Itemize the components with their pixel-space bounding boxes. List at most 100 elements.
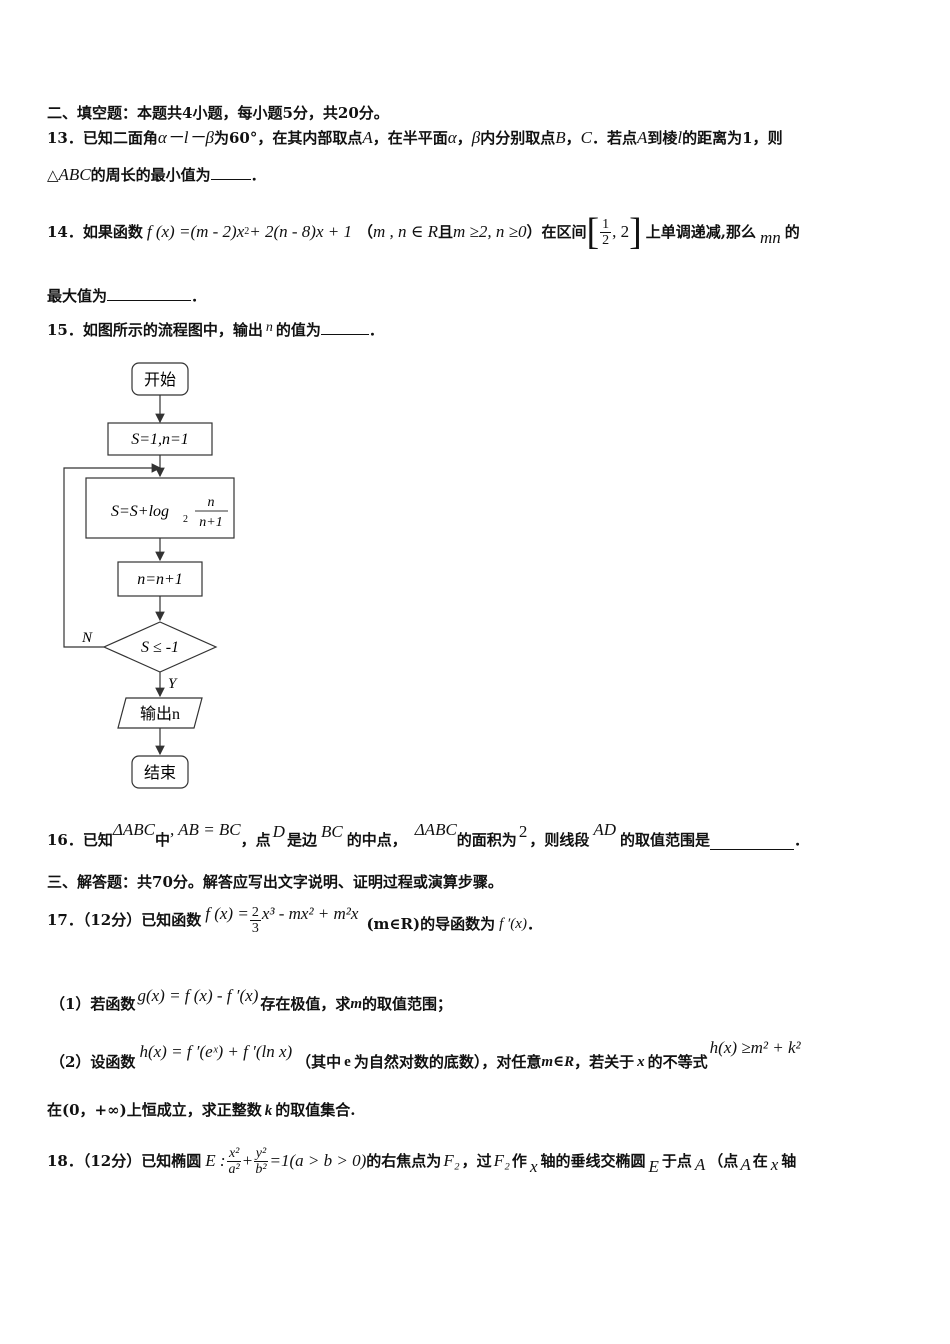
flow-s-update-box xyxy=(85,477,235,539)
q13-text: ， xyxy=(456,129,472,147)
flow-end-label: 结束 xyxy=(144,764,176,782)
flow-yes-label: Y xyxy=(168,676,178,692)
q18-text: （点 xyxy=(708,1152,739,1170)
q14-text: ． xyxy=(191,287,207,305)
q13-point-a: A xyxy=(362,128,373,147)
q18-point-a: A xyxy=(694,1155,706,1174)
q13-text: ，在半平面 xyxy=(372,129,448,147)
question-14-line-2: 最大值为． xyxy=(47,286,206,306)
q18-text: 作 xyxy=(511,1152,527,1170)
q16-answer-blank xyxy=(710,835,795,850)
q17-text: ． xyxy=(526,915,542,933)
q13-abc: ABC xyxy=(58,165,91,184)
q14-function-rest: + 2(n - 8)x + 1 xyxy=(249,222,352,241)
flow-s-update-label: S=S+log xyxy=(111,503,169,520)
q18-plus: + xyxy=(242,1151,253,1170)
q13-text: 为60°，在其内部取点 xyxy=(214,129,363,147)
flow-init-label: S=1,n=1 xyxy=(131,431,189,448)
q17-p2-x: x xyxy=(637,1054,645,1070)
q17-p1-text: （1）若函数 xyxy=(50,995,136,1013)
q15-text: ． xyxy=(368,321,384,339)
q17-p2-text: （其中 xyxy=(296,1053,342,1071)
q17-p2-text: ，若关于 xyxy=(574,1053,635,1071)
flow-log-base: 2 xyxy=(183,514,188,525)
q17-p1-function: g(x) = f (x) - f ′(x) xyxy=(137,986,259,1005)
q13-edge-l: l xyxy=(677,128,683,147)
q18-text: 在 xyxy=(752,1152,768,1170)
q15-text: 15．如图所示的流程图中，输出 xyxy=(47,321,263,339)
q14-text: ）在区间 xyxy=(526,223,587,241)
flow-decision-diamond xyxy=(102,621,218,673)
flow-output-label: 输出n xyxy=(140,705,180,723)
q18-text: 的右焦点为 xyxy=(366,1152,442,1170)
q18-text: 轴 xyxy=(781,1152,797,1170)
q17-p2-text: （2）设函数 xyxy=(50,1053,136,1071)
q17-p1-m: m xyxy=(350,996,363,1012)
q14-frac-den: 2 xyxy=(602,232,610,248)
q18-frac-y-den: b² xyxy=(255,1161,267,1177)
q16-text: 的面积为 xyxy=(456,831,517,849)
q17-p2-inequality: h(x) ≥m² + k² xyxy=(709,1038,801,1057)
q13-point-b: B xyxy=(555,128,566,147)
q17-p3-text: 的取值集合. xyxy=(275,1101,356,1119)
q17-frac-num: 2 xyxy=(249,904,261,921)
q18-e: E xyxy=(648,1157,659,1176)
q13-dihedral-angle: α－l－β xyxy=(157,128,214,147)
q14-condition-2: m ≥2, n ≥0 xyxy=(453,222,527,241)
q16-text: 的取值范围是 xyxy=(620,831,711,849)
q17-frac-den: 3 xyxy=(251,920,259,936)
q16-text: 的中点， xyxy=(346,831,407,849)
q17-derivative: f ′(x) xyxy=(499,916,527,932)
q18-text: 18．（12分）已知椭圆 xyxy=(47,1152,202,1170)
q17-p2-text: 的不等式 xyxy=(647,1053,708,1071)
q14-text: 上单调递减,那么 xyxy=(645,223,757,241)
q17-p2-e: e xyxy=(344,1054,351,1070)
q13-text: ， xyxy=(565,129,581,147)
q17-text: 的导函数为 xyxy=(420,915,496,933)
q16-text: 16．已知 xyxy=(47,831,113,849)
q13-text: ．若点 xyxy=(591,129,637,147)
q14-mn: mn xyxy=(760,228,781,247)
q18-text: 轴的垂线交椭圆 xyxy=(540,1152,646,1170)
q17-p3-text: 在(0，+∞)上恒成立，求正整数 xyxy=(47,1101,262,1119)
q16-triangle-2: ΔABC xyxy=(414,820,457,839)
q13-answer-blank xyxy=(210,165,251,180)
q13-alpha: α xyxy=(447,128,457,147)
q16-text: ． xyxy=(794,831,810,849)
flow-n-update-label: n=n+1 xyxy=(137,571,183,588)
q14-text: 且 xyxy=(438,223,454,241)
q14-exponent: 2 xyxy=(244,226,250,237)
q16-triangle: ΔABC xyxy=(112,820,155,839)
q15-text: 的值为 xyxy=(275,321,321,339)
flow-loop-arrow xyxy=(63,463,162,648)
flow-frac-den: n+1 xyxy=(199,515,222,530)
flow-no-label: N xyxy=(81,630,93,646)
q17-p2-m-in-r: m∈R xyxy=(541,1054,575,1070)
left-bracket-icon: [ xyxy=(586,211,600,253)
q18-frac-x-num: x² xyxy=(226,1145,242,1162)
flow-decision-label: S ≤ -1 xyxy=(141,639,179,656)
q18-text: 于点 xyxy=(661,1152,692,1170)
q13-point-c: C xyxy=(580,128,592,147)
q15-answer-blank xyxy=(320,320,369,335)
right-bracket-icon: ] xyxy=(629,211,642,253)
q14-function: f (x) =(m - 2)x xyxy=(146,222,245,241)
q16-text: 中 xyxy=(154,831,170,849)
q17-text: 17．（12分）已知函数 xyxy=(47,911,202,929)
section-3-text: 三、解答题：共70分。解答应写出文字说明、证明过程或演算步骤。 xyxy=(47,873,503,891)
q14-condition-1: m , n ∈ R xyxy=(373,222,438,241)
q16-point-d: D xyxy=(272,822,285,841)
flow-output-box xyxy=(117,697,203,729)
flow-end-box xyxy=(131,755,189,789)
q17-function: f (x) = xyxy=(205,904,249,923)
